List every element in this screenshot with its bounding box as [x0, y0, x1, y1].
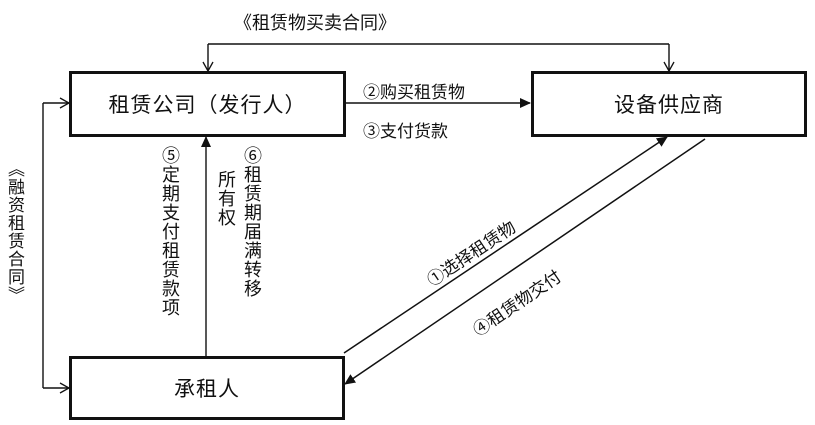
- deliver-asset-arrow: [344, 138, 706, 385]
- step6-label-line2: 所有权: [215, 170, 236, 227]
- supplier-node: 设备供应商: [531, 71, 807, 137]
- lessee-label: 承租人: [174, 377, 240, 401]
- step6-label-line1: ⑥租赁期届满转移: [241, 146, 262, 298]
- step3-label: ③支付货款: [363, 122, 448, 142]
- finance-lease-contract-label: 《融资租赁合同》: [4, 160, 24, 304]
- purchase-contract-label: 《租赁物买卖合同》: [234, 13, 396, 34]
- step2-label: ②购买租赁物: [363, 83, 465, 103]
- supplier-label: 设备供应商: [614, 93, 724, 117]
- lessor-node: 租赁公司（发行人）: [69, 71, 346, 137]
- step5-label: ⑤定期支付租赁款项: [159, 146, 180, 317]
- lessor-label: 租赁公司（发行人）: [108, 93, 307, 117]
- lessee-node: 承租人: [69, 356, 345, 420]
- select-asset-arrow: [343, 136, 668, 354]
